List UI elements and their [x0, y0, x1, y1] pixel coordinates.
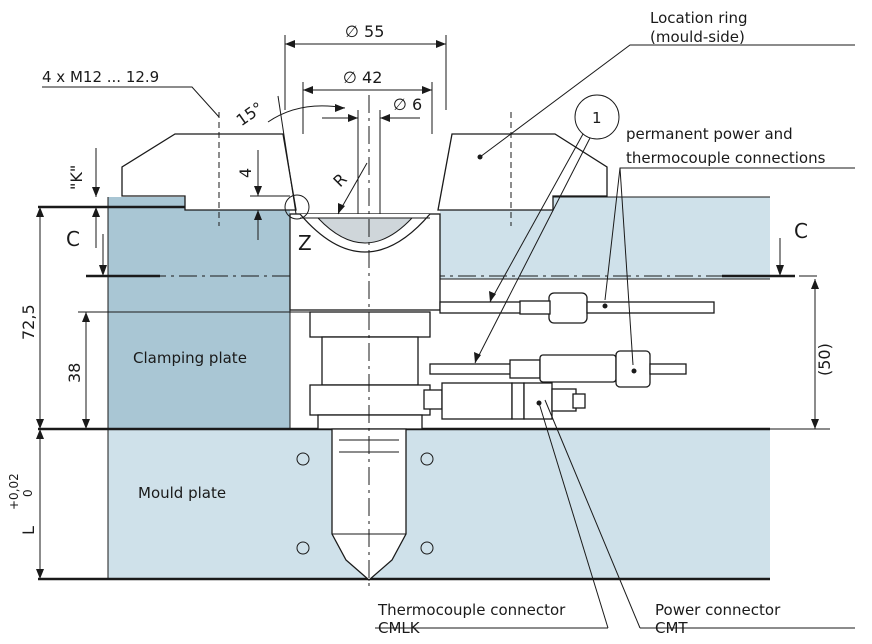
dim-d6: ∅ 6	[393, 95, 422, 114]
dim-d55: ∅ 55	[345, 22, 384, 41]
clamping-plate-left	[108, 197, 290, 429]
location-ring-label-1: Location ring	[650, 9, 748, 27]
dim-l-tol-upper: +0,02	[7, 473, 21, 510]
power-label-2: CMT	[655, 619, 688, 637]
radius-label: R	[329, 170, 350, 191]
dim-l-tol-lower: 0	[21, 489, 35, 497]
thermocouple-label-2: CMLK	[378, 619, 421, 637]
section-c-left: C	[66, 227, 80, 251]
mould-plate-label: Mould plate	[138, 484, 226, 502]
clamping-plate-right	[440, 197, 770, 279]
thermocouple-label-1: Thermocouple connector	[377, 601, 566, 619]
screw-label: 4 x M12 ... 12.9	[42, 68, 159, 86]
clamping-plate-label: Clamping plate	[133, 349, 247, 367]
balloon-1	[574, 94, 620, 140]
angle-label: 15°	[233, 98, 267, 130]
nozzle-body	[321, 336, 419, 386]
k-label: "K"	[67, 165, 86, 190]
permanent-connector-upper	[548, 292, 588, 324]
permanent-connector-lower	[539, 354, 617, 383]
dim-4: 4	[236, 168, 255, 178]
dim-50: (50)	[815, 343, 834, 376]
permanent-label-2: thermocouple connections	[626, 149, 826, 167]
section-c-right: C	[794, 219, 808, 243]
dim-38: 38	[65, 363, 84, 383]
power-label-1: Power connector	[655, 601, 781, 619]
dim-72-5: 72,5	[19, 304, 38, 340]
balloon-1-label: 1	[592, 109, 602, 127]
dim-l: L	[19, 526, 38, 535]
dim-d42: ∅ 42	[343, 68, 382, 87]
mould-plate	[108, 429, 770, 579]
thermocouple-connector	[441, 382, 513, 420]
detail-z: Z	[298, 231, 312, 255]
permanent-label-1: permanent power and	[626, 125, 793, 143]
location-ring-label-2: (mould-side)	[650, 28, 745, 46]
nozzle-flange	[309, 311, 431, 338]
nozzle-collar	[309, 384, 431, 416]
location-ring-right	[437, 133, 608, 211]
